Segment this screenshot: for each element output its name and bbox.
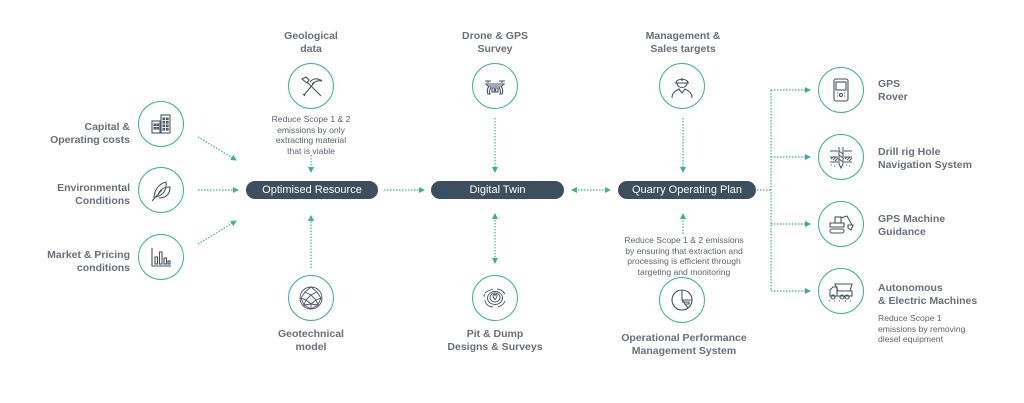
leaf-icon bbox=[151, 181, 171, 202]
bar-chart-icon bbox=[151, 248, 171, 267]
management-label-line1: Management & bbox=[645, 30, 721, 42]
buildings-icon bbox=[151, 114, 171, 134]
geological-note-line: Reduce Scope 1 & 2 bbox=[271, 114, 351, 124]
geodesic-sphere-icon bbox=[299, 286, 323, 310]
dump-truck-icon bbox=[829, 283, 853, 302]
drone-icon bbox=[484, 80, 506, 95]
environmental-label-line1: Environmental bbox=[57, 182, 130, 194]
drone-node bbox=[472, 63, 518, 109]
geological-label-line1: Geological bbox=[284, 30, 338, 42]
market-label-line2: conditions bbox=[76, 262, 130, 274]
geotechnical-label-line1: Geotechnical bbox=[278, 328, 344, 340]
machine-guidance-label-line1: GPS Machine bbox=[878, 213, 946, 225]
management-label: Management & Sales targets bbox=[628, 30, 738, 56]
geological-note-line: extracting material bbox=[275, 135, 347, 145]
worker-helmet-icon bbox=[671, 78, 693, 99]
capital-label: Capital & Operating costs bbox=[30, 121, 130, 147]
geological-note-line: emissions by only bbox=[277, 124, 345, 135]
operational-label-line2: Management System bbox=[631, 345, 737, 357]
autonomous-note-line: diesel equipment bbox=[878, 334, 943, 344]
pit-label: Pit & Dump Designs & Surveys bbox=[430, 328, 560, 354]
arrow-capital-to-optimised bbox=[197, 136, 237, 161]
drone-label-line1: Drone & GPS bbox=[462, 30, 528, 42]
geotechnical-label: Geotechnical model bbox=[261, 328, 361, 354]
gps-rover-icon bbox=[833, 78, 849, 102]
pie-chart-icon bbox=[671, 289, 693, 311]
operational-note: Reduce Scope 1 & 2 emissions by ensuring… bbox=[614, 235, 754, 277]
operational-note-line: targeting and monitoring bbox=[637, 266, 731, 277]
geological-label-line2: data bbox=[300, 43, 322, 55]
autonomous-node bbox=[818, 268, 864, 314]
pit-label-line2: Designs & Surveys bbox=[447, 341, 543, 353]
geological-note: Reduce Scope 1 & 2 emissions by only ext… bbox=[256, 114, 366, 156]
capital-label-line2: Operating costs bbox=[50, 134, 130, 146]
operational-note-line: processing is efficient through bbox=[627, 256, 741, 266]
management-node bbox=[659, 63, 705, 109]
pickaxe-shovel-icon bbox=[300, 76, 323, 97]
environmental-label: Environmental Conditions bbox=[30, 182, 130, 208]
autonomous-label-line1: Autonomous bbox=[878, 282, 943, 294]
geological-node bbox=[288, 63, 334, 109]
autonomous-note-line: emissions by removing bbox=[878, 323, 966, 334]
environmental-node bbox=[138, 167, 184, 213]
autonomous-label-line2: & Electric Machines bbox=[878, 295, 978, 307]
operational-note-line: by ensuring that extraction and bbox=[625, 245, 743, 256]
excavator-icon bbox=[829, 215, 854, 234]
management-label-line2: Sales targets bbox=[650, 43, 716, 55]
drone-label-line2: Survey bbox=[477, 43, 513, 55]
capital-label-line1: Capital & bbox=[84, 121, 130, 133]
market-label-line1: Market & Pricing bbox=[47, 249, 130, 261]
operational-label: Operational Performance Management Syste… bbox=[614, 332, 754, 358]
geological-label: Geological data bbox=[261, 30, 361, 56]
pit-node bbox=[472, 275, 518, 321]
drill-node bbox=[818, 134, 864, 180]
autonomous-note-line: Reduce Scope 1 bbox=[878, 313, 942, 323]
capital-node bbox=[138, 101, 184, 147]
quarry-operating-plan-pill[interactable]: Quarry Operating Plan bbox=[618, 181, 756, 199]
drill-label: Drill rig Hole Navigation System bbox=[878, 146, 1018, 172]
market-label: Market & Pricing conditions bbox=[20, 249, 130, 275]
gps-rover-label-line2: Rover bbox=[878, 91, 908, 103]
operational-note-line: Reduce Scope 1 & 2 emissions bbox=[624, 235, 744, 245]
environmental-label-line2: Conditions bbox=[75, 195, 130, 207]
drill-label-line2: Navigation System bbox=[878, 159, 972, 171]
machine-guidance-label: GPS Machine Guidance bbox=[878, 213, 1008, 239]
machine-guidance-label-line2: Guidance bbox=[878, 226, 926, 238]
gps-rover-label: GPS Rover bbox=[878, 78, 1008, 104]
gps-rover-label-line1: GPS bbox=[878, 78, 901, 90]
operational-label-line1: Operational Performance bbox=[621, 332, 747, 344]
machine-guidance-node bbox=[818, 201, 864, 247]
contour-map-icon bbox=[483, 288, 506, 308]
optimised-resource-pill[interactable]: Optimised Resource bbox=[246, 181, 378, 199]
geological-note-line: that is viable bbox=[287, 145, 335, 156]
drill-label-line1: Drill rig Hole bbox=[878, 146, 941, 158]
gps-rover-node bbox=[818, 67, 864, 113]
geotechnical-label-line2: model bbox=[295, 341, 327, 353]
geotechnical-node bbox=[288, 275, 334, 321]
digital-twin-pill[interactable]: Digital Twin bbox=[431, 181, 564, 199]
operational-node bbox=[659, 277, 705, 323]
autonomous-note: Reduce Scope 1 emissions by removing die… bbox=[878, 313, 1018, 345]
arrow-market-to-optimised bbox=[197, 220, 237, 245]
autonomous-label: Autonomous & Electric Machines bbox=[878, 282, 1018, 308]
pit-label-line1: Pit & Dump bbox=[466, 328, 524, 340]
market-node bbox=[138, 234, 184, 280]
drill-hole-icon bbox=[830, 147, 853, 170]
drone-label: Drone & GPS Survey bbox=[440, 30, 550, 56]
